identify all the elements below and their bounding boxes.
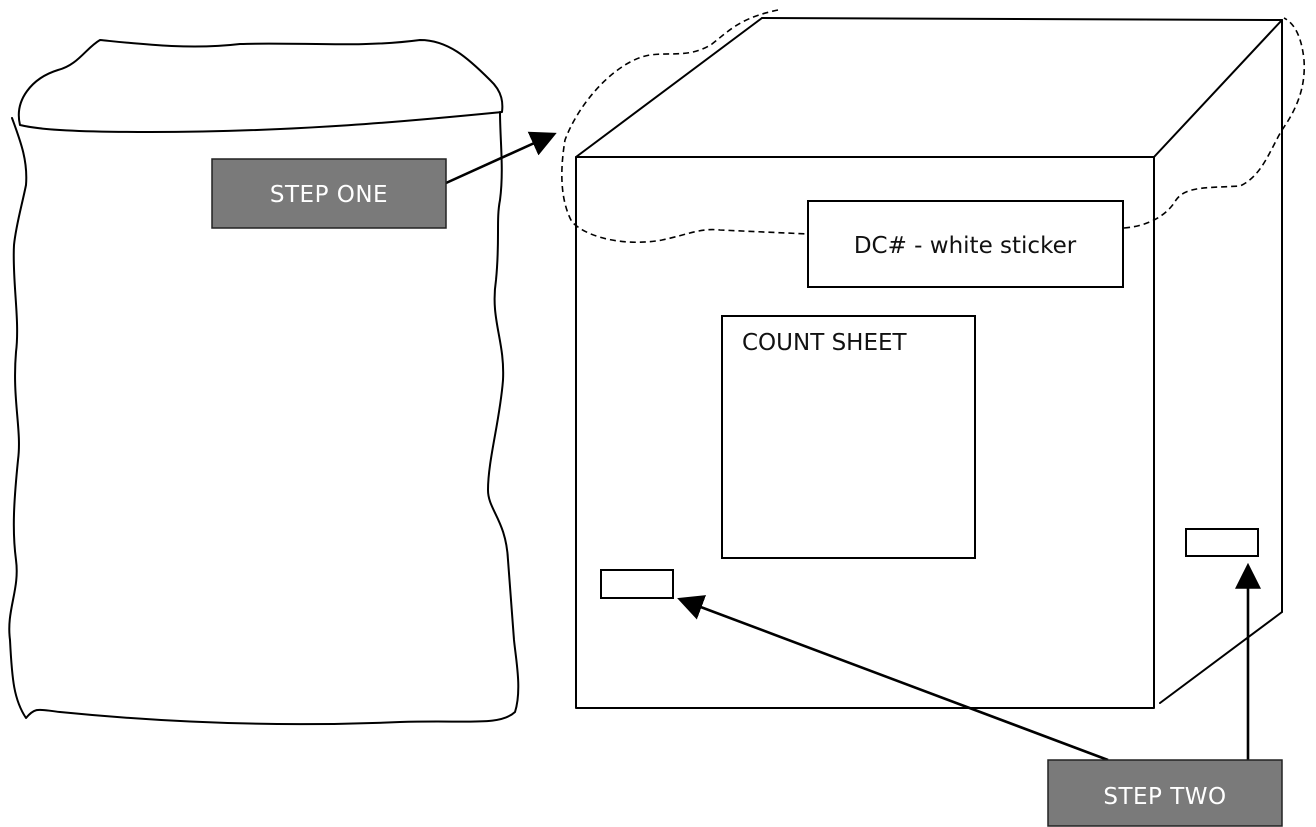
step-one-arrow xyxy=(445,131,557,185)
dc-sticker-label: DC# - white sticker xyxy=(854,233,1077,259)
dc-sticker-box xyxy=(807,200,1124,288)
step-one-box xyxy=(211,158,447,229)
sticker-area-dashed-outline xyxy=(561,9,809,243)
box xyxy=(575,17,1283,709)
step-two-arrow-front xyxy=(677,595,1109,762)
step-one-callout: STEP ONE xyxy=(211,158,447,229)
count-sheet-label: COUNT SHEET xyxy=(742,330,908,356)
bag-top-flap xyxy=(17,39,504,133)
step-two-box xyxy=(1047,759,1283,827)
box-bottom-right-edge xyxy=(1159,611,1283,704)
box-front-face xyxy=(575,156,1155,709)
bag-body xyxy=(8,111,520,726)
box-top-back-edge xyxy=(761,17,1283,21)
sticker-area-dashed-outline-right xyxy=(1123,17,1306,229)
dc-sticker: DC# - white sticker xyxy=(807,200,1124,288)
front-label-slot xyxy=(600,569,674,599)
box-top-left-edge xyxy=(575,17,763,158)
bag xyxy=(8,39,520,726)
step-two-callout: STEP TWO xyxy=(1047,759,1283,827)
box-top-right-edge xyxy=(1153,19,1283,158)
count-sheet: COUNT SHEET xyxy=(721,315,976,559)
step-one-label: STEP ONE xyxy=(270,182,388,208)
side-label-slot xyxy=(1185,528,1259,557)
count-sheet-box xyxy=(721,315,976,559)
step-two-label: STEP TWO xyxy=(1103,784,1226,810)
